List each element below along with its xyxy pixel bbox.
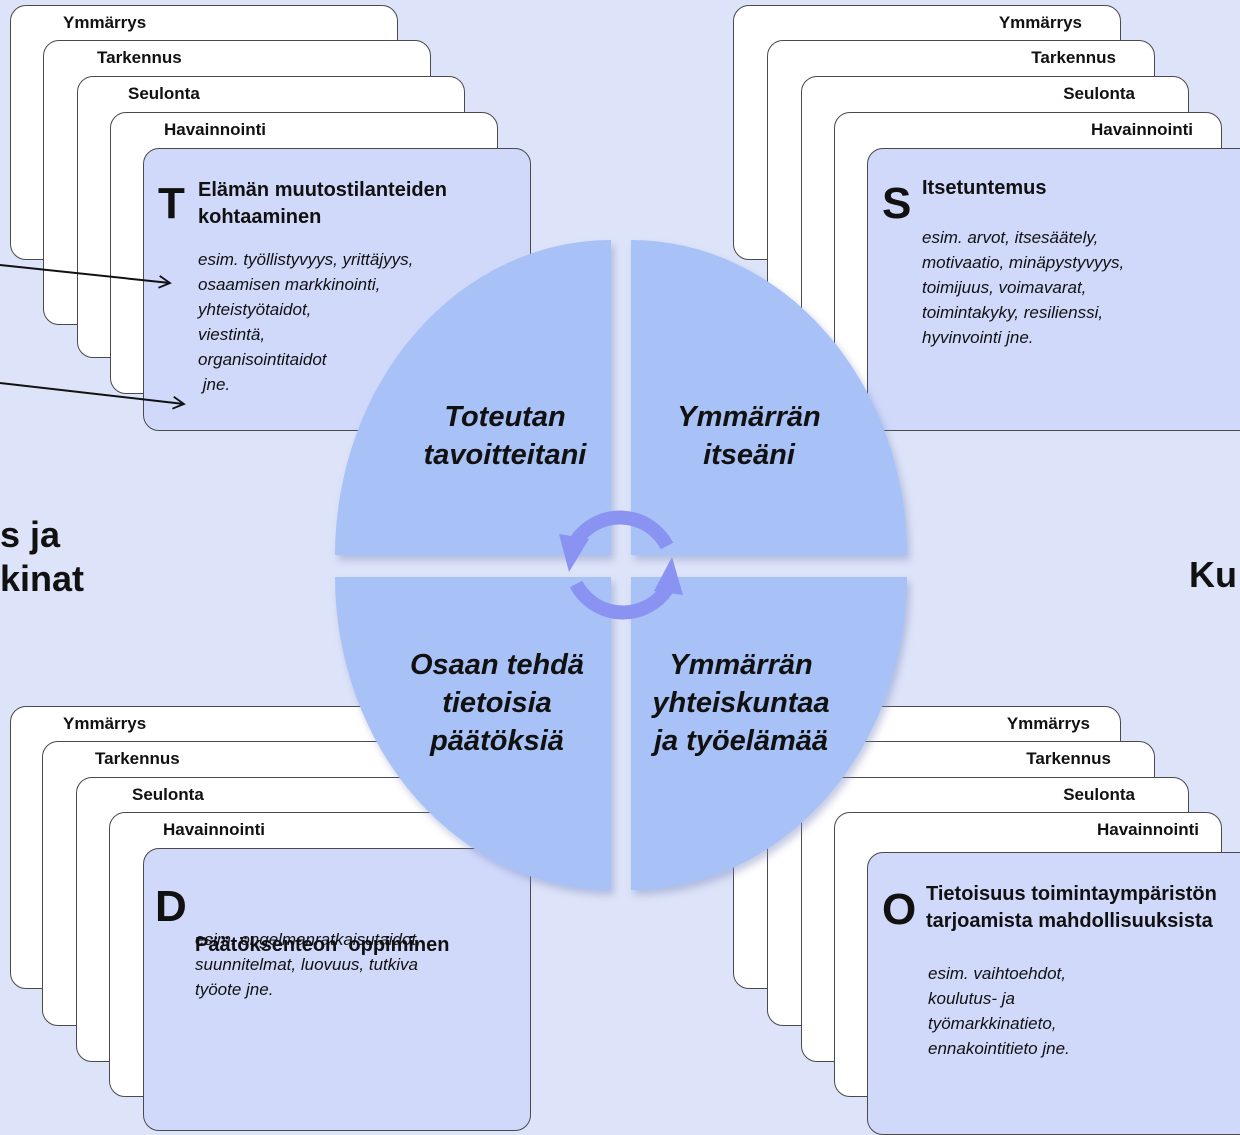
cycle-arrows-icon [569, 510, 674, 620]
layer-label: Seulonta [132, 785, 204, 804]
layer-label: Seulonta [128, 84, 200, 103]
layer-label: Havainnointi [1090, 120, 1193, 139]
layer-label: Seulonta [1063, 84, 1135, 103]
layer-label: Ymmärrys [1006, 714, 1090, 733]
layer-label: Tarkennus [1026, 749, 1111, 768]
cycle-arrowhead-icon [559, 534, 589, 572]
wheel-segment-top-left [335, 240, 611, 555]
card-letter: S [882, 179, 912, 228]
competence-card-s: S Itsetuntemus esim. arvot, itsesäätely,… [867, 148, 1240, 431]
side-text-left: s ja kinat [0, 514, 85, 599]
layer-label: Ymmärrys [63, 13, 147, 32]
layer-label: Havainnointi [164, 120, 267, 139]
card-examples: esim. työllistyvyys, yrittäjyys, osaamis… [198, 250, 414, 394]
card-title: Päätöksenteon oppiminen [195, 934, 450, 956]
card-letter: T [158, 179, 185, 228]
layer-label: Tarkennus [95, 749, 180, 768]
layer-label: Ymmärrys [63, 714, 147, 733]
layer-label: Seulonta [1063, 785, 1135, 804]
pointer-arrow [0, 382, 186, 410]
side-text-right: Ku [1189, 554, 1237, 595]
card-examples: esim. arvot, itsesäätely, motivaatio, mi… [922, 228, 1125, 347]
competence-card-o: O Tietoisuus toimintaympäristön tarjoami… [867, 852, 1240, 1135]
wheel-segment-bottom-left [335, 577, 611, 891]
pointer-arrow [0, 264, 172, 289]
layer-label: Ymmärrys [998, 13, 1082, 32]
wheel-label-top-left: Toteutan tavoitteitani [423, 401, 587, 471]
cycle-arrowhead-icon [654, 557, 683, 595]
layer-label: Havainnointi [163, 820, 266, 839]
competence-card-d: D Päätöksenteon oppiminen esim. ongelman… [143, 848, 531, 1131]
card-examples: esim. vaihtoehdot, koulutus- ja työmarkk… [928, 964, 1070, 1058]
wheel-label-bottom-right: Ymmärrän yhteiskuntaa ja työelämää [652, 649, 830, 757]
card-letter: O [882, 885, 917, 934]
card-letter: D [155, 882, 187, 931]
card-examples: esim. ongelmanratkaisutaidot, suunnitelm… [195, 930, 421, 999]
card-title: Itsetuntemus [922, 177, 1047, 199]
wheel-label-bottom-left: Osaan tehdä tietoisia päätöksiä [409, 649, 585, 757]
wheel-segment-top-right [631, 240, 907, 555]
layer-label: Tarkennus [97, 48, 182, 67]
layer-label: Havainnointi [1096, 820, 1199, 839]
layer-label: Tarkennus [1031, 48, 1116, 67]
card-title: Tietoisuus toimintaympäristön tarjoamist… [926, 883, 1217, 932]
card-title: Elämän muutostilanteiden kohtaaminen [198, 179, 447, 228]
wheel-segment-bottom-right [631, 577, 907, 891]
wheel-label-top-right: Ymmärrän itseäni [677, 401, 821, 471]
